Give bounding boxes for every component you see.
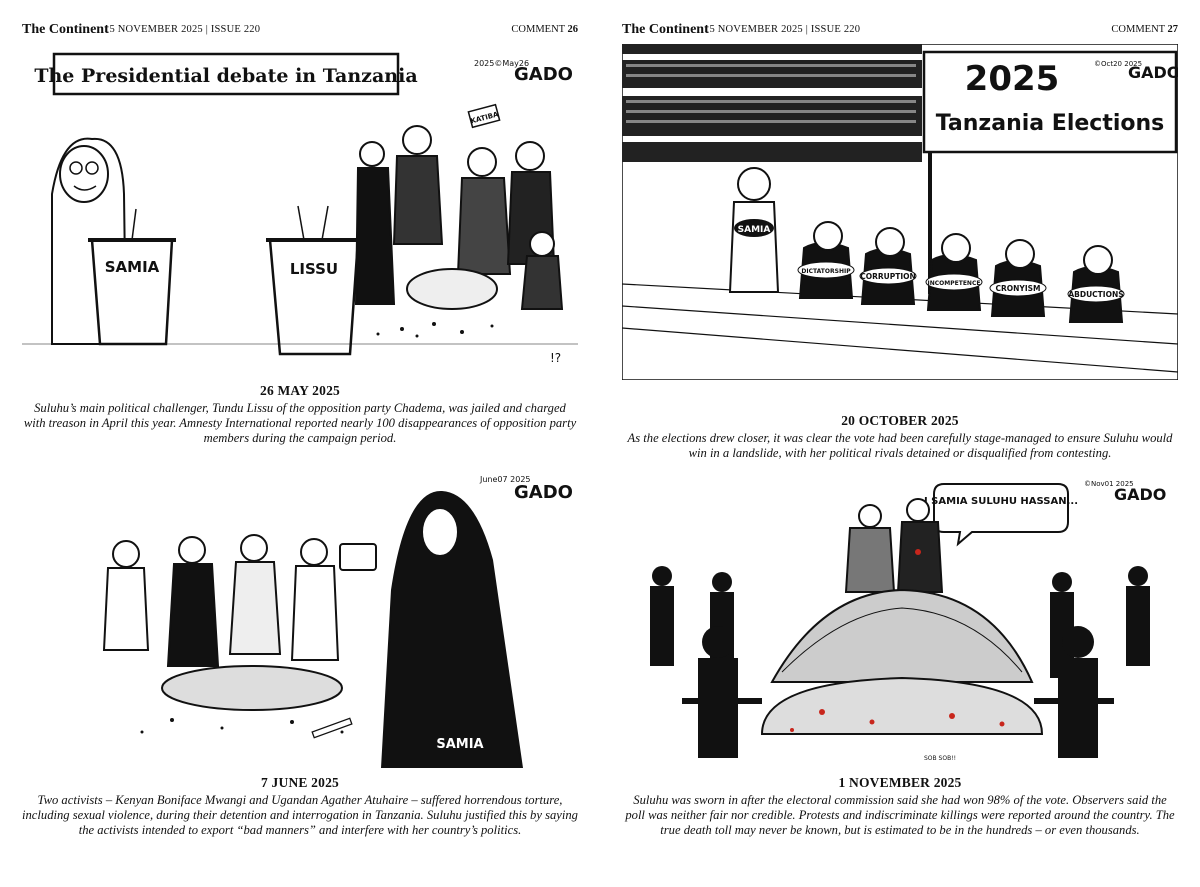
sob-text: SOB SOB!!	[924, 755, 956, 762]
cartoon-elections: 2025 Tanzania Elections ©Oct20 2025 GADO…	[622, 44, 1178, 380]
runner-samia: SAMIA	[738, 225, 771, 235]
elections-illustration: 2025 Tanzania Elections ©Oct20 2025 GADO…	[622, 44, 1178, 380]
runner-incompetence: INCOMPETENCE	[925, 233, 983, 311]
crouched-runners: DICTATORSHIP CORRUPTION INCOMPETENCE CRONYI…	[797, 221, 1125, 323]
page-number: 27	[1167, 24, 1179, 35]
robe-label: SAMIA	[436, 737, 483, 752]
issue-line: 15 NOVEMBER 2025 | ISSUE 220	[104, 24, 261, 35]
elections-signature: ©Oct20 2025	[1094, 60, 1142, 68]
torture-artist: GADO	[514, 482, 573, 503]
issue-line: 15 NOVEMBER 2025 | ISSUE 220	[704, 24, 861, 35]
torture-signature: June07 2025	[479, 475, 531, 484]
runner-label: CORRUPTION	[860, 272, 916, 281]
podium-lissu: LISSU	[290, 260, 338, 278]
debate-illustration: The Presidential debate in Tanzania 2025…	[22, 52, 578, 365]
caption-date: 20 OCTOBER 2025	[841, 413, 959, 428]
cartoon-torture: June07 2025 GADO SAMIA	[22, 470, 578, 768]
swearing-signature: ©Nov01 2025	[1084, 480, 1134, 488]
debate-artist: GADO	[514, 64, 573, 85]
runner-label: INCOMPETENCE	[928, 280, 981, 287]
caption-text: Suluhu was sworn in after the electoral …	[625, 793, 1175, 837]
runner-dictatorship: DICTATORSHIP	[797, 221, 855, 299]
caption-block-2: 7 JUNE 2025 Two activists – Kenyan Bonif…	[22, 775, 578, 838]
caption-block-3: 20 OCTOBER 2025 As the elections drew cl…	[622, 413, 1178, 461]
debate-sign-title: The Presidential debate in Tanzania	[34, 65, 417, 87]
brand-name: The Continent	[622, 22, 709, 37]
cartoon-swearing-in: I SAMIA SULUHU HASSAN... ©Nov01 2025 GAD…	[622, 472, 1178, 768]
caption-block-4: 1 NOVEMBER 2025 Suluhu was sworn in afte…	[622, 775, 1178, 838]
runner-label: CRONYISM	[995, 284, 1040, 293]
swearing-artist: GADO	[1114, 485, 1166, 504]
masthead: The Continent 15 NOVEMBER 2025 | ISSUE 2…	[622, 22, 1178, 40]
section-name: COMMENT	[511, 24, 565, 35]
debate-signature: 2025©May26	[474, 59, 529, 68]
section-label: COMMENT 27	[1111, 24, 1178, 35]
elections-artist: GADO	[1128, 63, 1178, 82]
caption-text: As the elections drew closer, it was cle…	[627, 431, 1173, 460]
banner-title: Tanzania Elections	[936, 111, 1165, 136]
cartoon-debate: The Presidential debate in Tanzania 2025…	[22, 44, 578, 374]
page-number: 26	[567, 24, 579, 35]
left-page: The Continent 15 NOVEMBER 2025 | ISSUE 2…	[6, 0, 594, 887]
swearing-in-illustration: I SAMIA SULUHU HASSAN... ©Nov01 2025 GAD…	[650, 480, 1166, 762]
right-page: The Continent 15 NOVEMBER 2025 | ISSUE 2…	[606, 0, 1194, 887]
caption-text: Two activists – Kenyan Boniface Mwangi a…	[22, 793, 578, 837]
runner-abductions: ABDUCTIONS	[1067, 245, 1125, 323]
brand-name: The Continent	[22, 22, 109, 37]
runner-label: DICTATORSHIP	[801, 268, 851, 275]
torture-illustration: June07 2025 GADO SAMIA	[102, 475, 573, 768]
caption-text: Suluhu’s main political challenger, Tund…	[23, 401, 577, 445]
section-label: COMMENT 26	[511, 24, 578, 35]
runner-cronyism: CRONYISM	[989, 239, 1047, 317]
masthead: The Continent 15 NOVEMBER 2025 | ISSUE 2…	[22, 22, 578, 40]
caption-date: 7 JUNE 2025	[261, 775, 339, 790]
runner-label: ABDUCTIONS	[1068, 290, 1123, 299]
caption-block-1: 26 MAY 2025 Suluhu’s main political chal…	[22, 383, 578, 446]
banner-year: 2025	[965, 59, 1060, 99]
runner-corruption: CORRUPTION	[859, 227, 917, 305]
section-name: COMMENT	[1111, 24, 1165, 35]
exclaim-mark: !?	[550, 351, 561, 365]
caption-date: 26 MAY 2025	[260, 383, 340, 398]
speech-bubble-text: I SAMIA SULUHU HASSAN...	[924, 496, 1078, 507]
podium-samia: SAMIA	[105, 258, 160, 276]
caption-date: 1 NOVEMBER 2025	[838, 775, 962, 790]
